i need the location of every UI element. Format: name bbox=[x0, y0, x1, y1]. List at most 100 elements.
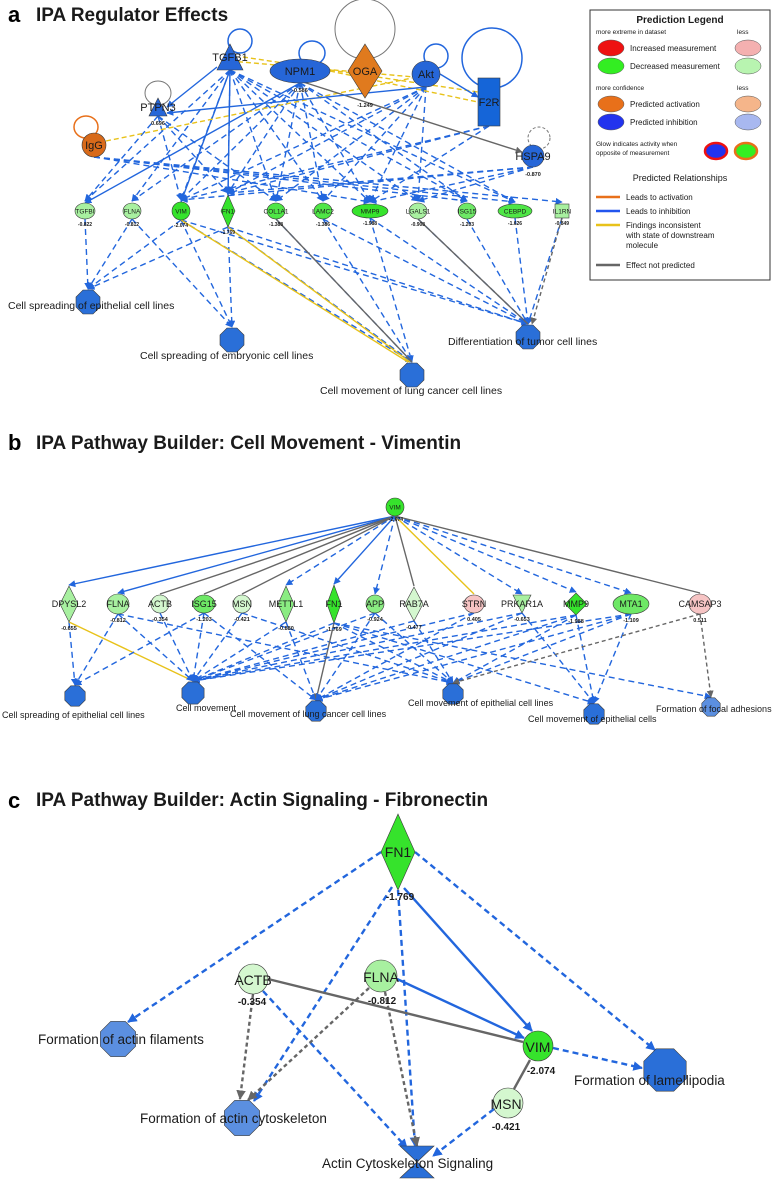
regulator-oga-label: OGA bbox=[353, 66, 378, 78]
c-function-c2[interactable] bbox=[224, 1100, 260, 1136]
b-molecule-mmp9-label: MMP9 bbox=[563, 599, 589, 609]
activation-swatch bbox=[597, 95, 625, 113]
relationship-edge bbox=[117, 613, 454, 686]
relationship-edge bbox=[521, 612, 595, 704]
b-molecule-strn[interactable] bbox=[463, 594, 485, 614]
function-f4[interactable] bbox=[515, 324, 541, 350]
b-molecule-mettl1[interactable] bbox=[277, 585, 295, 623]
relationship-edge bbox=[333, 515, 396, 585]
function-f3[interactable] bbox=[399, 362, 425, 388]
b-molecule-rab7a-value: -0.477 bbox=[406, 625, 422, 631]
relationship-edge bbox=[369, 217, 529, 325]
molecule-lamc2-label: LAMC2 bbox=[312, 209, 334, 216]
b-function-b3[interactable] bbox=[305, 700, 327, 722]
c-molecule-fn1-value: -1.769 bbox=[386, 892, 415, 903]
c-molecule-vim[interactable] bbox=[522, 1030, 554, 1062]
c-function-c3[interactable] bbox=[399, 1145, 435, 1179]
molecule-isg15[interactable] bbox=[457, 202, 477, 220]
relationship-edge bbox=[131, 218, 233, 328]
relationship-edge bbox=[396, 977, 525, 1040]
b-molecule-mta1[interactable] bbox=[612, 593, 650, 615]
b-function-b2[interactable] bbox=[181, 681, 205, 705]
panel-c-title: IPA Pathway Builder: Actin Signaling - F… bbox=[36, 790, 488, 811]
c-function-c1[interactable] bbox=[100, 1021, 136, 1057]
c-molecule-flna[interactable] bbox=[364, 959, 398, 993]
b-molecule-mmp9[interactable] bbox=[564, 592, 588, 616]
hub-vim[interactable] bbox=[385, 497, 405, 517]
molecule-col1a1[interactable] bbox=[266, 202, 286, 220]
relationship-edge bbox=[192, 612, 243, 682]
b-molecule-msn[interactable] bbox=[232, 594, 252, 614]
relationship-edge bbox=[227, 226, 236, 328]
b-molecule-mettl1-label: METTL1 bbox=[269, 599, 304, 609]
b-molecule-actb[interactable] bbox=[150, 594, 170, 614]
molecule-flna[interactable] bbox=[122, 202, 142, 220]
relationship-edge bbox=[403, 887, 533, 1032]
molecule-tgfbi[interactable] bbox=[74, 202, 96, 220]
b-function-b1[interactable] bbox=[64, 685, 86, 707]
regulator-hspa9[interactable] bbox=[521, 144, 545, 168]
b-molecule-prkar1a[interactable] bbox=[512, 594, 532, 614]
molecule-lgals1[interactable] bbox=[408, 202, 428, 220]
panel-a: a IPA Regulator Effects TGFB1NPM1-0.586O… bbox=[8, 0, 771, 397]
regulator-akt[interactable] bbox=[411, 60, 441, 88]
regulator-ptpn3[interactable] bbox=[148, 97, 168, 117]
relationship-edge bbox=[229, 69, 516, 203]
relationship-edge bbox=[452, 613, 632, 684]
c-molecule-fn1[interactable] bbox=[380, 813, 416, 891]
relationship-edge bbox=[315, 612, 475, 701]
relationship-edge bbox=[87, 218, 133, 290]
relationship-edge bbox=[512, 1059, 532, 1090]
regulator-tgfb1-label: TGFB1 bbox=[212, 52, 247, 64]
regulator-tgfb1[interactable] bbox=[216, 43, 244, 71]
molecule-lamc2[interactable] bbox=[313, 202, 333, 220]
c-function-c4[interactable] bbox=[643, 1048, 687, 1092]
b-function-b4[interactable] bbox=[442, 683, 464, 705]
molecule-mmp9-value: -1.988 bbox=[363, 221, 377, 227]
relationship-edge bbox=[84, 115, 159, 202]
function-f1[interactable] bbox=[75, 289, 101, 315]
molecule-lgals1-label: LGALS1 bbox=[406, 209, 431, 216]
regulator-f2r[interactable] bbox=[477, 77, 501, 127]
b-molecule-dpysl2-value: -0.655 bbox=[61, 626, 77, 632]
decreased-less-swatch bbox=[734, 57, 762, 75]
b-molecule-app[interactable] bbox=[365, 594, 385, 614]
molecule-cebpd-value: -1.626 bbox=[508, 221, 522, 227]
regulator-igg[interactable] bbox=[81, 132, 107, 158]
b-molecule-fn1[interactable] bbox=[326, 584, 342, 624]
c-molecule-msn[interactable] bbox=[492, 1087, 524, 1119]
c-molecule-actb[interactable] bbox=[237, 963, 269, 995]
legend-relationships-title: Predicted Relationships bbox=[633, 173, 728, 183]
relationship-edge bbox=[74, 612, 205, 686]
molecule-il1rn[interactable] bbox=[554, 203, 570, 219]
molecule-cebpd[interactable] bbox=[497, 203, 533, 219]
activation-less-swatch bbox=[734, 95, 762, 113]
b-molecule-mmp9-value: -1.988 bbox=[568, 619, 584, 625]
relationship-edge bbox=[157, 115, 277, 202]
b-molecule-isg15[interactable] bbox=[192, 594, 216, 614]
b-molecule-flna[interactable] bbox=[106, 593, 130, 615]
relationship-edge bbox=[241, 612, 454, 685]
b-molecule-rab7a[interactable] bbox=[404, 586, 424, 622]
molecule-vim[interactable] bbox=[171, 201, 191, 221]
relationship-edge bbox=[530, 217, 563, 325]
regulator-npm1[interactable] bbox=[269, 58, 331, 84]
molecule-fn1[interactable] bbox=[220, 194, 236, 228]
b-function-b5[interactable] bbox=[583, 703, 605, 725]
molecule-fn1-value: -1.769 bbox=[221, 230, 235, 236]
relationship-edge bbox=[192, 614, 577, 684]
regulator-oga[interactable] bbox=[347, 43, 383, 99]
molecule-mmp9[interactable] bbox=[351, 203, 389, 219]
relationship-edge bbox=[180, 125, 490, 202]
relationship-edge bbox=[229, 69, 278, 202]
b-molecule-dpysl2[interactable] bbox=[59, 585, 79, 623]
b-function-b6[interactable] bbox=[701, 697, 721, 717]
molecule-flna-value: -0.812 bbox=[125, 222, 139, 228]
c-molecule-fn1-label: FN1 bbox=[385, 844, 412, 860]
function-f2[interactable] bbox=[219, 327, 245, 353]
relationship-edge bbox=[285, 621, 318, 701]
relationship-edge bbox=[333, 622, 595, 705]
legend-increased: Increased measurement bbox=[630, 44, 717, 53]
molecule-isg15-label: ISG15 bbox=[458, 209, 477, 216]
b-molecule-camsap3[interactable] bbox=[688, 593, 712, 615]
